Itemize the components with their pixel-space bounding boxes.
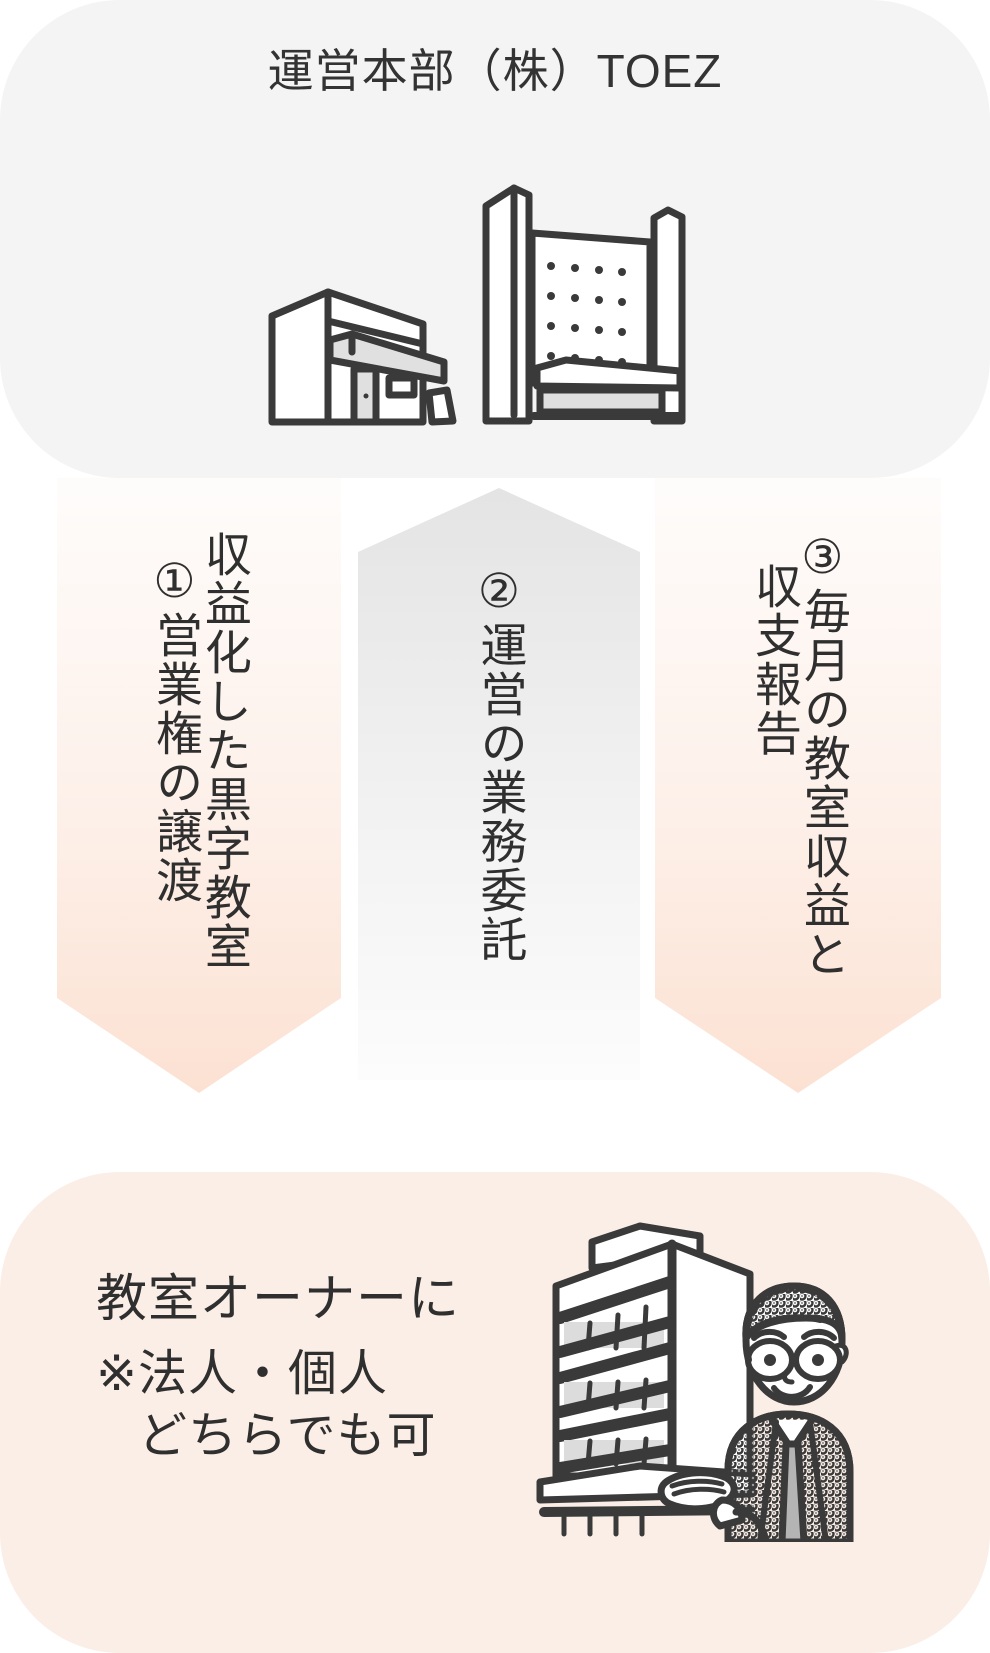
page-title: 運営本部（株）TOEZ — [267, 45, 723, 97]
owner-note-1: ※法人・個人 — [96, 1347, 389, 1402]
office-buildings-icon — [248, 138, 718, 428]
businessman-presenting-building-icon — [520, 1182, 900, 1546]
owner-panel — [0, 1172, 990, 1653]
owner-text-block: 教室オーナーに ※法人・個人 どちらでも可 — [96, 1268, 516, 1468]
flow-arrow-1: 収益化した黒字教室 ①営業権の譲渡 — [57, 478, 341, 1093]
flow-arrow-2: ②運営の業務委託 — [358, 478, 640, 1080]
owner-headline: 教室オーナーに — [96, 1270, 461, 1327]
headquarters-panel: 運営本部（株）TOEZ — [0, 0, 990, 478]
owner-note-2: どちらでも可 — [138, 1408, 437, 1463]
flow-arrow-3: ③毎月の教室収益と 収支報告 — [655, 478, 941, 1093]
flow-arrows: 収益化した黒字教室 ①営業権の譲渡 ②運営の業務委託 — [0, 478, 990, 1172]
